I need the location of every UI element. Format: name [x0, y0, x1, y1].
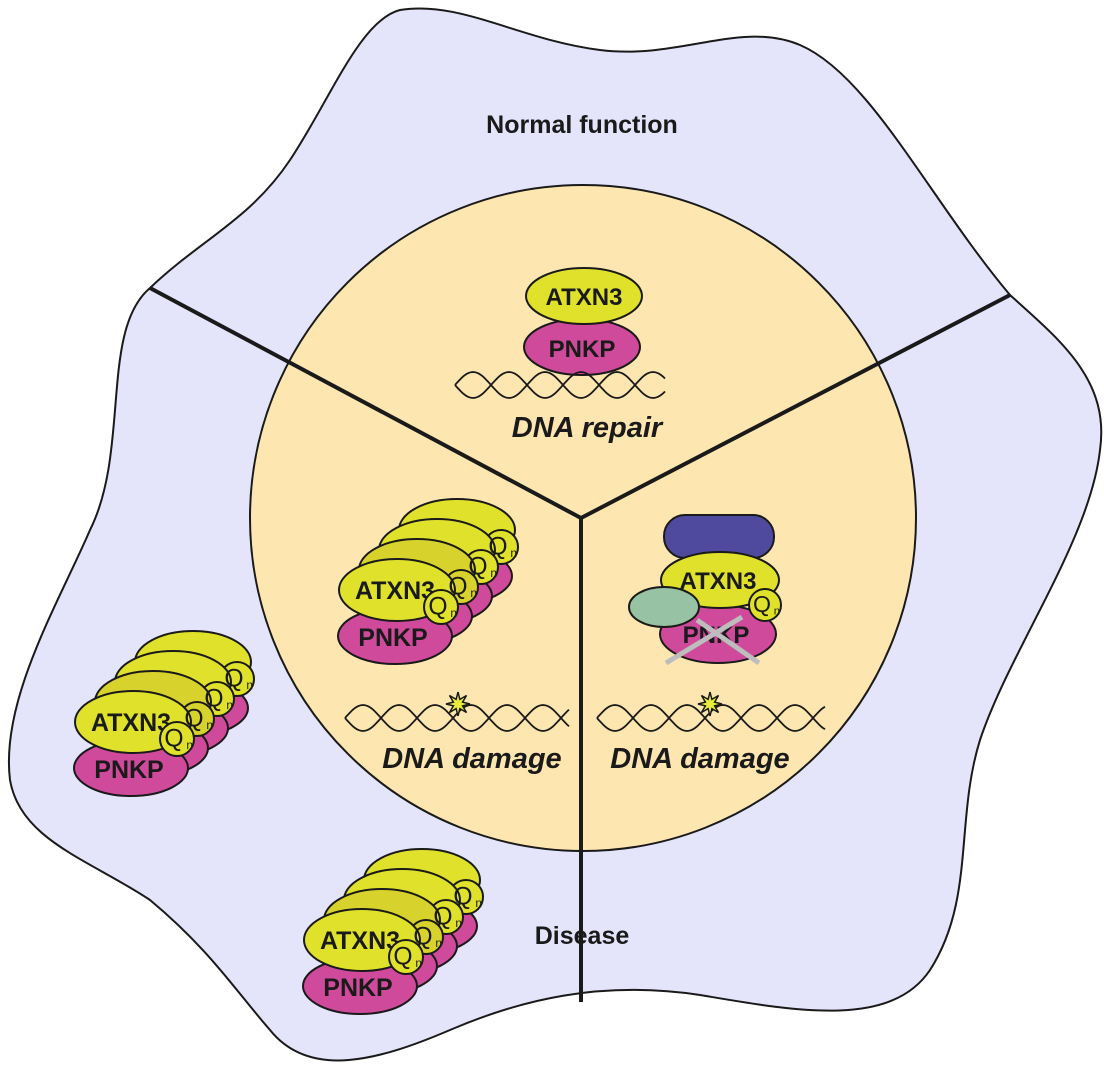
pnkp-label: PNKP [94, 756, 163, 784]
atxn3-label: ATXN3 [91, 709, 171, 737]
polyq-domain [159, 721, 195, 757]
polyq-circle [748, 588, 782, 622]
pnkp-label: PNKP [323, 974, 392, 1002]
polyq-subscript: n [455, 916, 462, 930]
inhibition-cross-icon [664, 614, 744, 666]
polyq-subscript: n [435, 936, 442, 950]
polyq-subscript: n [774, 606, 780, 618]
diagram-elements: ATXN3PNKPATXN3PNKPATXN3PNKPATXN3PNKPATXN… [73, 267, 826, 1015]
binding-partner-green [628, 586, 700, 628]
normal-function-label: Normal function [486, 111, 678, 139]
atxn3-protein [525, 267, 643, 325]
polyq-circle [423, 589, 459, 625]
polyq-subscript: n [186, 738, 193, 752]
divider-left [149, 286, 582, 520]
polyq-circle [388, 939, 424, 975]
polyq-label: Q [468, 554, 487, 581]
pnkp-label: PNKP [549, 336, 616, 363]
atxn3-label: ATXN3 [355, 577, 435, 605]
polyq-label: Q [184, 706, 203, 733]
polyq-domain [388, 939, 424, 975]
divider-right [580, 293, 1011, 520]
polyq-domain [423, 589, 459, 625]
polyq-domain [748, 588, 782, 622]
polyq-subscript: n [226, 698, 233, 712]
polyq-label: Q [428, 594, 447, 621]
dna-damage-helix-right [596, 691, 826, 732]
inhibition-cross-icon [695, 617, 761, 666]
polyq-subscript: n [510, 546, 517, 560]
dna-repair-label: DNA repair [512, 412, 664, 444]
polyq-label: Q [204, 686, 223, 713]
dna-strand [344, 704, 570, 732]
polyq-label: Q [453, 884, 472, 911]
atxn3-label: ATXN3 [546, 284, 623, 311]
polyq-label: Q [448, 574, 467, 601]
dna-strand [596, 704, 826, 732]
polyq-subscript: n [246, 678, 253, 692]
atxn3-label: ATXN3 [320, 927, 400, 955]
dna-repair-helix [454, 371, 666, 399]
polyq-subscript: n [470, 586, 477, 600]
polyq-label: Q [224, 666, 243, 693]
polyq-label: Q [164, 726, 183, 753]
dna-damage-label-left: DNA damage [382, 743, 561, 775]
dna-damage-helix-left [344, 691, 570, 732]
polyq-subscript: n [475, 896, 482, 910]
disease-label: Disease [535, 922, 630, 950]
polyq-label: Q [413, 924, 432, 951]
dna-strand [454, 371, 666, 399]
polyq-label: Q [433, 904, 452, 931]
polyq-label: Q [393, 944, 412, 971]
polyq-subscript: n [415, 956, 422, 970]
polyq-subscript: n [206, 718, 213, 732]
polyq-label: Q [488, 534, 507, 561]
polyq-label: Q [753, 591, 771, 617]
polyq-circle [159, 721, 195, 757]
dna-strand [454, 371, 666, 399]
dna-damage-star-icon [445, 691, 471, 717]
polyq-subscript: n [450, 606, 457, 620]
pnkp-label: PNKP [358, 624, 427, 652]
dna-damage-star-icon [697, 691, 723, 717]
dna-damage-label-right: DNA damage [610, 743, 789, 775]
polyq-subscript: n [490, 566, 497, 580]
atxn3-label: ATXN3 [680, 568, 757, 595]
